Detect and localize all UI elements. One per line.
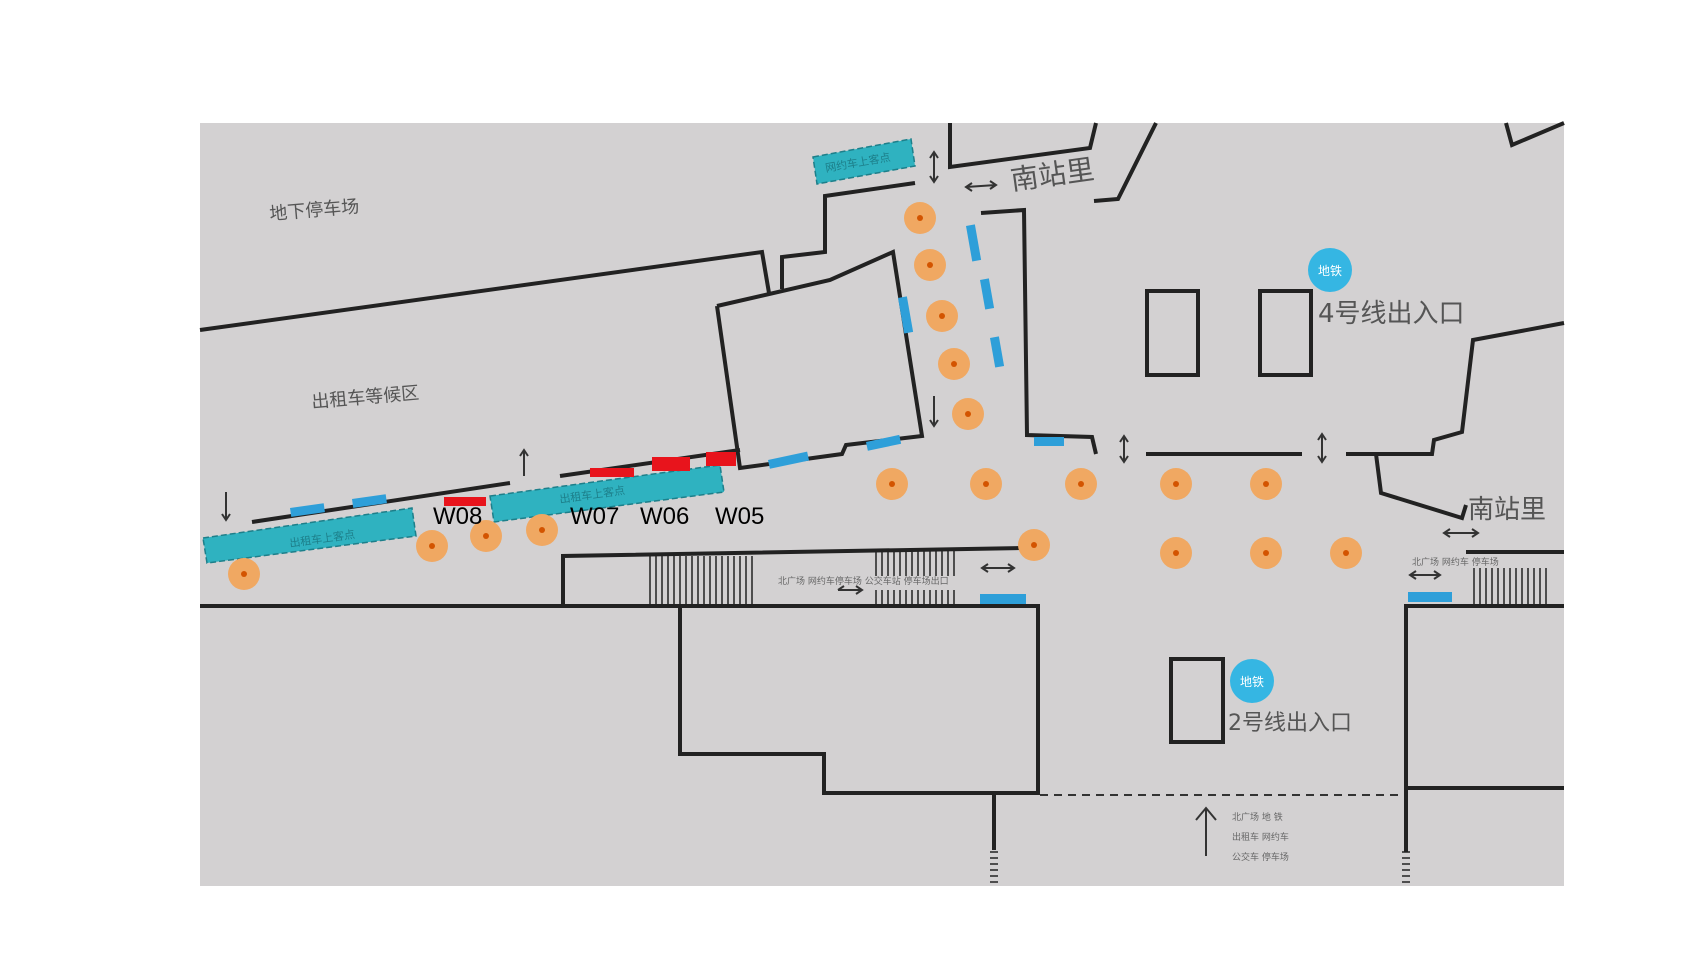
gate-marker-w06[interactable] [652,457,690,471]
pillars [228,202,1362,590]
line2-entrance-label: 2号线出入口 [1228,711,1352,736]
metro-badge-top-icon [1308,248,1352,292]
gate-marker-w08[interactable] [444,497,486,506]
gate-label-w08: W08 [433,503,482,530]
pillar-center-dot [539,527,545,533]
pillar-center-dot [1078,481,1084,487]
direction-arrow-icon [1442,528,1480,538]
blue-marks [290,224,1452,604]
gate-marker-w07[interactable] [590,468,634,477]
walls [199,121,1565,852]
direction-arrow-icon [1119,434,1129,464]
metro-badge-top-label: 地铁 [1318,264,1342,278]
metro-badge-bottom-label: 地铁 [1240,675,1264,689]
exit-sign-line3: 公交车 停车场 [1232,851,1289,863]
pillar-center-dot [1263,481,1269,487]
pillar-center-dot [1173,550,1179,556]
gate-marker-w05[interactable] [706,452,736,466]
stair-sign-right: 北广场 网约车 停车场 [1412,556,1499,568]
gate-label-w07: W07 [570,503,619,530]
direction-arrow-icon [221,492,231,522]
direction-arrow-icon [929,396,939,428]
pillar-center-dot [429,543,435,549]
pillar-center-dot [965,411,971,417]
metro-badges: 地铁 地铁 [1230,248,1352,703]
gate-label-w05: W05 [715,503,764,530]
exit-sign-line1: 北广场 地 铁 [1232,811,1283,823]
pillar-center-dot [983,481,989,487]
nanzhanli-right-label: 南站里 [1468,495,1546,525]
direction-arrow-icon [929,150,939,184]
teal-zone-left [202,507,417,564]
pillar-center-dot [927,262,933,268]
gate-label-w06: W06 [640,503,689,530]
stairs [649,550,1547,883]
direction-arrow-icon [1408,570,1442,580]
pillar-center-dot [483,533,489,539]
teal-zone-top [812,138,916,185]
stair-sign-left: 北广场 网约车停车场 公交车站 停车场出口 [778,575,949,587]
pillar-center-dot [951,361,957,367]
direction-arrow-icon [837,585,864,595]
up-arrow-icon [1195,806,1217,856]
pillar-center-dot [889,481,895,487]
line4-entrance-label: 4号线出入口 [1318,299,1465,329]
direction-arrow-icon [964,180,998,192]
gate-markers [444,452,736,506]
pillar-center-dot [241,571,247,577]
exit-sign-line2: 出租车 网约车 [1232,831,1289,843]
pillar-center-dot [917,215,923,221]
pillar-center-dot [1343,550,1349,556]
pillar-center-dot [1031,542,1037,548]
direction-arrow-icon [980,563,1016,573]
metro-badge-bottom-icon [1230,659,1274,703]
teal-zone-mid [489,464,725,523]
direction-arrow-icon [519,448,529,476]
pillar-center-dot [1263,550,1269,556]
direction-arrow-icon [1317,432,1327,464]
pillar-center-dot [939,313,945,319]
pillar-center-dot [1173,481,1179,487]
direction-arrow-icons [221,150,1480,856]
map-floor [200,123,1564,886]
teal-zones [202,138,916,564]
